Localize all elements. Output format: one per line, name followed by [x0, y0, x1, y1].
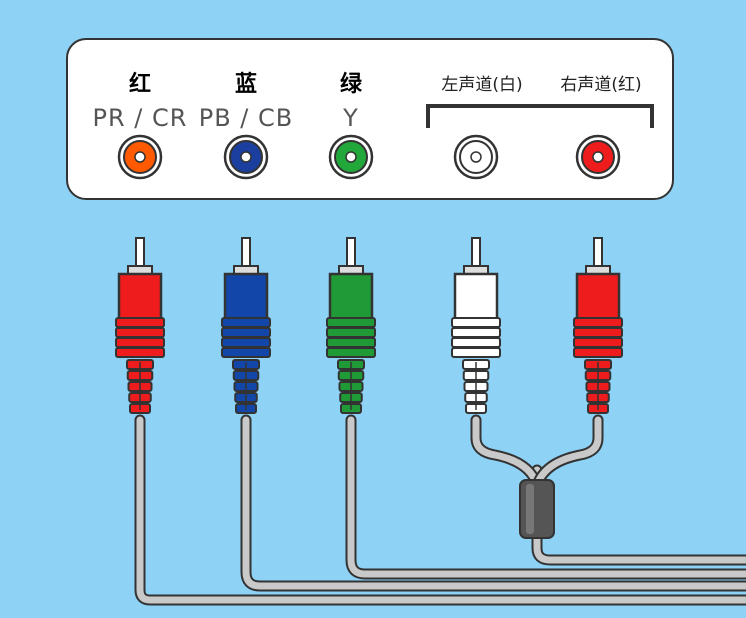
- label-signal-y: Y: [343, 104, 359, 132]
- plug-pr: [115, 237, 165, 414]
- cable-audio-right: [531, 414, 604, 491]
- jack-left: [453, 134, 499, 180]
- label-signal-pr: PR / CR: [92, 104, 188, 132]
- plug-right: [573, 237, 623, 414]
- ferrite-bead: [519, 479, 555, 539]
- label-signal-pb: PB / CB: [198, 104, 294, 132]
- jack-pb: [223, 134, 269, 180]
- cables: [134, 414, 746, 606]
- audio-bracket: [426, 104, 654, 128]
- plug-left: [451, 237, 501, 414]
- label-audio-left: 左声道(白): [441, 75, 523, 95]
- cable-pr: [134, 414, 746, 606]
- plug-pb: [221, 237, 271, 414]
- cable-audio-main: [531, 464, 746, 566]
- label-color-red: 红: [128, 72, 151, 97]
- plugs: [115, 237, 623, 414]
- cable-pb: [240, 414, 746, 592]
- connector-panel: [66, 38, 674, 200]
- jack-y: [328, 134, 374, 180]
- plug-y: [326, 237, 376, 414]
- label-audio-right: 右声道(红): [560, 75, 642, 95]
- cable-y: [345, 414, 746, 580]
- jacks: [117, 134, 621, 180]
- label-color-blue: 蓝: [234, 72, 257, 97]
- label-color-green: 绿: [339, 72, 362, 97]
- jack-right: [575, 134, 621, 180]
- cable-audio-left: [470, 414, 543, 491]
- jack-pr: [117, 134, 163, 180]
